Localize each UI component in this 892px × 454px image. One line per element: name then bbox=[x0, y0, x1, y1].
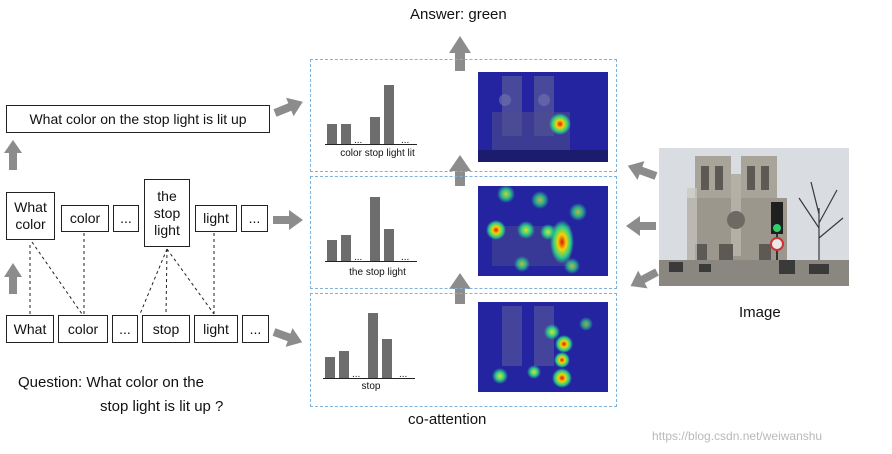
bar-chart-label: the stop light bbox=[349, 267, 406, 278]
phrase-box: ... bbox=[113, 205, 139, 232]
attention-heatmap-sentence bbox=[478, 72, 608, 162]
word-box: stop bbox=[142, 315, 190, 343]
left-arrow-icon bbox=[630, 268, 659, 289]
attention-bar bbox=[370, 197, 380, 261]
attention-panel-sentence bbox=[310, 59, 617, 172]
attention-bar-chart: ...... bbox=[325, 74, 417, 146]
attention-bar bbox=[384, 229, 394, 261]
up-arrow-icon bbox=[449, 273, 471, 304]
right-arrow-icon bbox=[272, 328, 303, 347]
dashed-link bbox=[139, 248, 168, 315]
attention-bar bbox=[370, 117, 380, 144]
cathedral-photo bbox=[659, 148, 849, 286]
phrase-box: What color bbox=[6, 192, 55, 240]
attention-bar bbox=[384, 85, 394, 144]
bar-baseline bbox=[323, 378, 415, 379]
bar-baseline bbox=[325, 261, 417, 262]
attention-bar-chart: ...... bbox=[323, 306, 415, 380]
phrase-box: color bbox=[61, 205, 109, 232]
ellipsis-mark: ... bbox=[354, 252, 363, 263]
attention-bar bbox=[382, 339, 392, 378]
attention-bar bbox=[327, 240, 337, 261]
heatmap-svg bbox=[478, 302, 608, 392]
bar-chart-label: color stop light lit bbox=[340, 148, 415, 159]
image-label: Image bbox=[739, 304, 781, 321]
heatmap-svg bbox=[478, 186, 608, 276]
ellipsis-mark: ... bbox=[401, 135, 410, 146]
attention-bar-chart: ...... bbox=[325, 189, 417, 263]
ellipsis-mark: ... bbox=[352, 369, 361, 380]
phrase-box: ... bbox=[241, 205, 268, 232]
left-arrow-icon bbox=[627, 161, 658, 180]
word-box: color bbox=[58, 315, 108, 343]
attention-bar bbox=[339, 351, 349, 378]
attention-bar bbox=[341, 124, 351, 144]
phrase-box: light bbox=[195, 205, 237, 232]
attention-bar bbox=[341, 235, 351, 261]
attention-heatmap-word bbox=[478, 302, 608, 392]
ellipsis-mark: ... bbox=[399, 369, 408, 380]
attention-bar bbox=[325, 357, 335, 378]
question-line-2: stop light is lit up ? bbox=[100, 398, 224, 415]
dashed-link bbox=[31, 241, 83, 315]
up-arrow-icon bbox=[449, 36, 471, 71]
word-box: What bbox=[6, 315, 54, 343]
attention-panel-phrase bbox=[310, 176, 617, 289]
question-line-1: Question: What color on the bbox=[18, 374, 204, 391]
cathedral-photo-svg bbox=[659, 148, 849, 286]
dashed-link bbox=[166, 248, 215, 315]
bar-chart-label: stop bbox=[361, 381, 381, 392]
word-box: light bbox=[194, 315, 238, 343]
bar-baseline bbox=[325, 144, 417, 145]
watermark-text: https://blog.csdn.net/weiwanshu bbox=[652, 429, 823, 443]
dashed-link bbox=[165, 248, 168, 315]
word-box: ... bbox=[112, 315, 138, 343]
ellipsis-mark: ... bbox=[401, 252, 410, 263]
attention-panel-word bbox=[310, 293, 617, 407]
attention-heatmap-phrase bbox=[478, 186, 608, 276]
phrase-box: the stop light bbox=[144, 179, 190, 247]
ellipsis-mark: ... bbox=[354, 135, 363, 146]
left-arrow-icon bbox=[626, 216, 656, 236]
up-arrow-icon bbox=[4, 263, 22, 294]
sentence-box: What color on the stop light is lit up bbox=[6, 105, 270, 133]
up-arrow-icon bbox=[4, 140, 22, 170]
heatmap-svg bbox=[478, 72, 608, 162]
answer-text: Answer: green bbox=[410, 6, 507, 23]
word-box: ... bbox=[242, 315, 269, 343]
up-arrow-icon bbox=[449, 155, 471, 186]
right-arrow-icon bbox=[273, 210, 303, 230]
attention-bar bbox=[327, 124, 337, 144]
attention-bar bbox=[368, 313, 378, 378]
right-arrow-icon bbox=[273, 97, 303, 117]
co-attention-label: co-attention bbox=[408, 411, 487, 428]
